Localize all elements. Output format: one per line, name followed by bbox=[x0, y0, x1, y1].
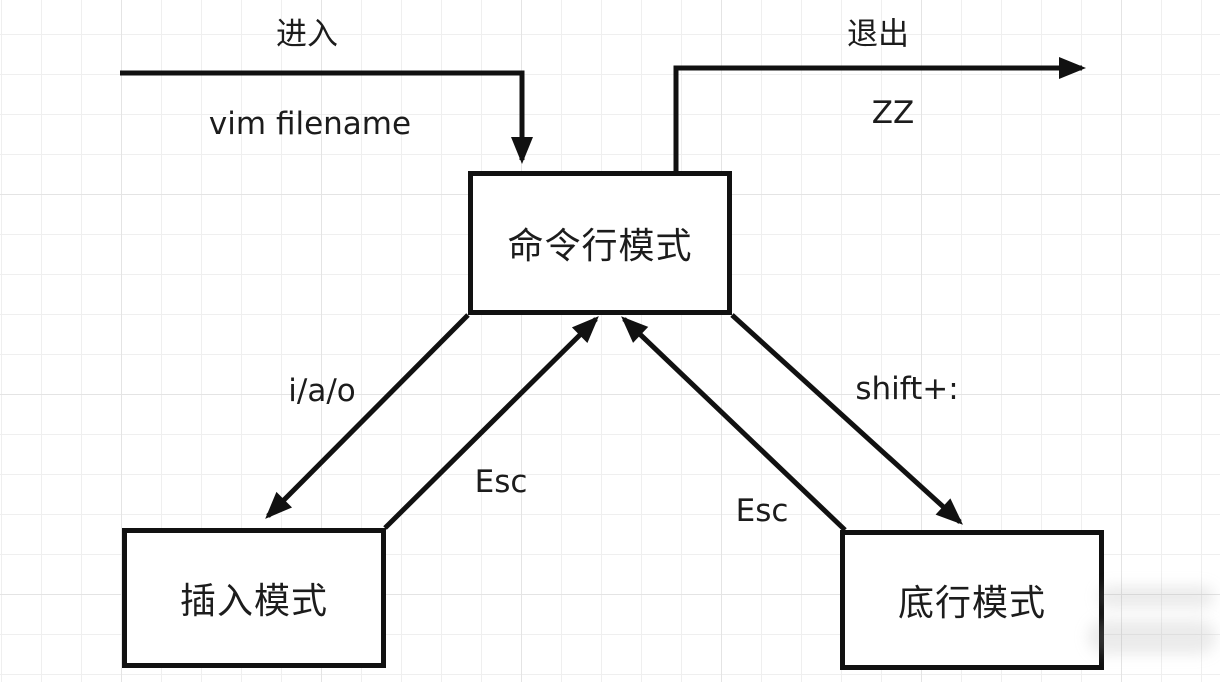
watermark-smudge bbox=[1098, 586, 1214, 608]
label-to-lastline-keys: shift+: bbox=[855, 371, 959, 407]
edge-esc-from-insert-arrow bbox=[383, 316, 599, 530]
label-esc-from-lastline: Esc bbox=[735, 493, 789, 529]
node-lastline-mode: 底行模式 bbox=[840, 530, 1104, 670]
edge-to-insert-arrow bbox=[265, 313, 470, 519]
node-lastline-mode-label: 底行模式 bbox=[897, 583, 1046, 624]
watermark-smudge bbox=[1088, 620, 1216, 654]
label-to-insert-keys: i/a/o bbox=[288, 373, 356, 409]
node-insert-mode-label: 插入模式 bbox=[179, 581, 328, 622]
edge-exit-arrow bbox=[673, 57, 1086, 171]
label-exit-command: ZZ bbox=[871, 95, 915, 131]
label-exit: 退出 bbox=[847, 16, 909, 53]
edge-to-lastline-arrow bbox=[730, 313, 963, 525]
edge-esc-from-lastline-arrow bbox=[621, 316, 847, 532]
label-enter-command: vim filename bbox=[208, 106, 412, 142]
node-command-mode: 命令行模式 bbox=[468, 171, 732, 315]
label-enter: 进入 bbox=[276, 16, 338, 53]
edge-enter-arrow bbox=[120, 70, 533, 164]
node-command-mode-label: 命令行模式 bbox=[507, 226, 693, 267]
label-esc-from-insert: Esc bbox=[474, 464, 528, 500]
node-insert-mode: 插入模式 bbox=[122, 528, 386, 668]
